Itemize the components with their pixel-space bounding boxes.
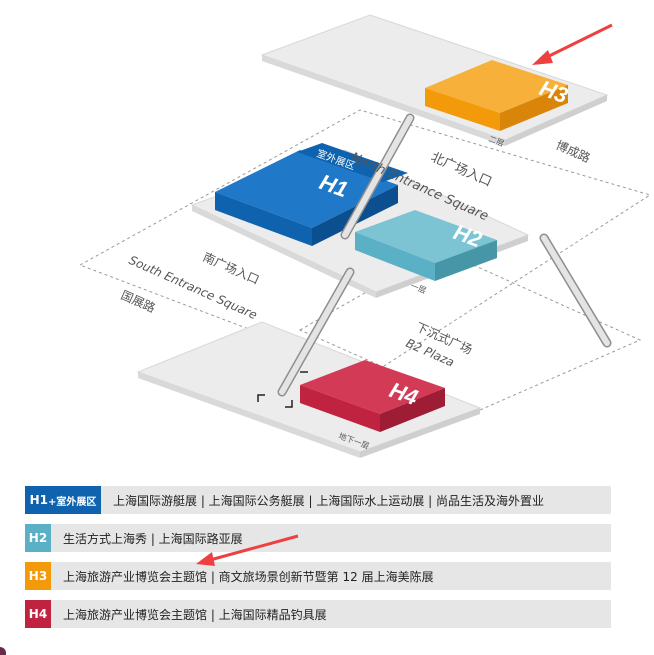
legend-desc-h4: 上海旅游产业博览会主题馆 | 上海国际精品钓具展 xyxy=(63,607,327,622)
walkways xyxy=(277,113,612,397)
south-entrance-cn: 南广场入口 xyxy=(201,249,262,287)
legend-row-h1: H1+室外展区 上海国际游艇展 | 上海国际公务艇展 | 上海国际水上运动展 |… xyxy=(25,486,611,514)
platform-middle-edge xyxy=(192,205,376,298)
platform-top-edge-right xyxy=(505,95,607,146)
corner-decoration xyxy=(0,647,6,655)
hall-h2-floor: 一层 xyxy=(409,281,427,295)
platform-bottom-edge-right xyxy=(360,408,480,458)
venue-map: H3 二层 H1 室外展区 H2 一层 H4 地下一层 xyxy=(78,14,652,458)
legend-desc-h3: 上海旅游产业博览会主题馆 | 商文旅场景创新节暨第 12 届上海美陈展 xyxy=(63,569,434,584)
legend-tag-h1-text: H1 xyxy=(29,493,48,507)
road-bocheng: 博成路 xyxy=(554,137,593,165)
legend-tag-h4: H4 xyxy=(25,600,51,628)
legend-tag-h3: H3 xyxy=(25,562,51,590)
red-arrow-legend-icon xyxy=(196,534,299,566)
entrance-marks xyxy=(257,371,308,408)
north-entrance-cn: 北广场入口 xyxy=(428,150,493,190)
legend-row-h3: H3 上海旅游产业博览会主题馆 | 商文旅场景创新节暨第 12 届上海美陈展 xyxy=(25,562,611,590)
legend-tag-h1: H1+室外展区 xyxy=(25,486,101,514)
red-arrow-icon xyxy=(532,23,613,65)
hall-h2[interactable]: H2 一层 xyxy=(355,210,497,295)
legend-row-h2: H2 生活方式上海秀 | 上海国际路亚展 xyxy=(25,524,611,552)
legend-tag-h2: H2 xyxy=(25,524,51,552)
legend-desc-h2: 生活方式上海秀 | 上海国际路亚展 xyxy=(63,531,243,546)
platform-top-edge xyxy=(262,55,505,146)
legend-desc-h1: 上海国际游艇展 | 上海国际公务艇展 | 上海国际水上运动展 | 尚品生活及海外… xyxy=(113,493,545,508)
platform-bottom-edge xyxy=(138,372,360,458)
legend-tag-h1-suffix: +室外展区 xyxy=(48,496,97,508)
road-guozhan: 国展路 xyxy=(119,287,158,315)
legend-row-h4: H4 上海旅游产业博览会主题馆 | 上海国际精品钓具展 xyxy=(25,600,611,628)
